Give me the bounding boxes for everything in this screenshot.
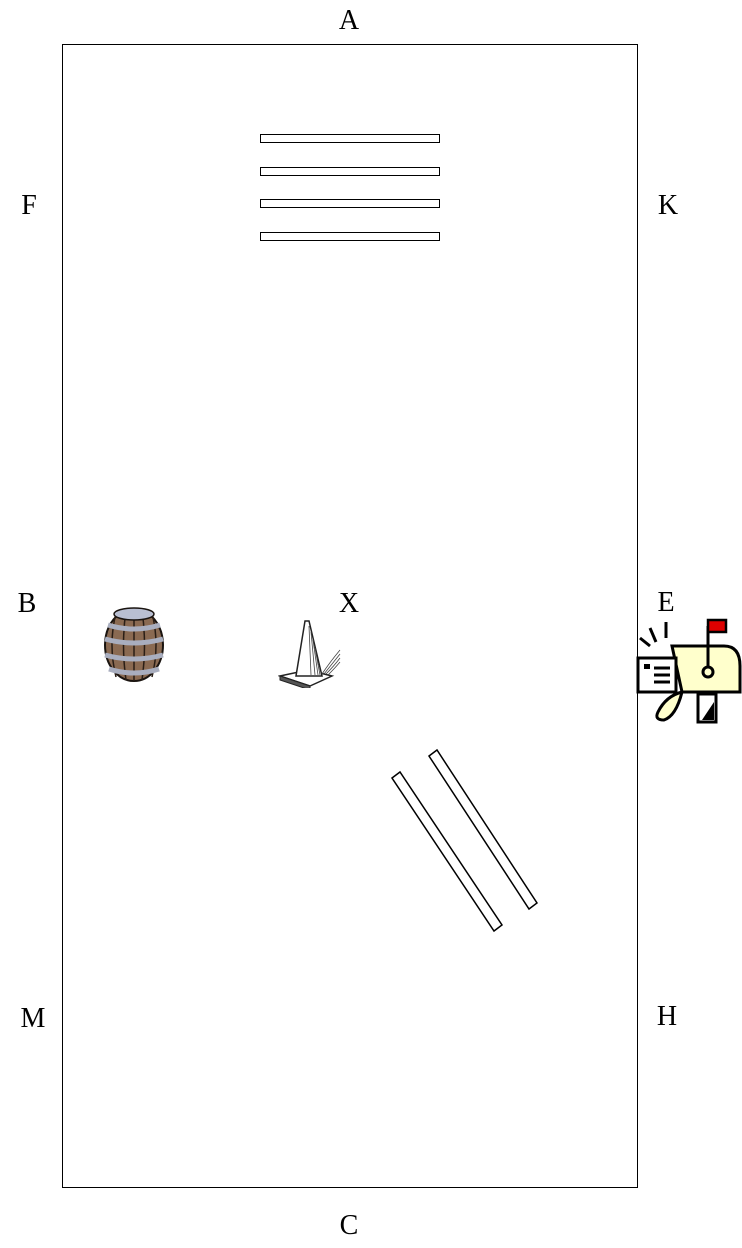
- barrel-icon: [102, 605, 166, 685]
- traffic-cone-icon: [278, 618, 344, 688]
- mailbox-icon: [636, 616, 742, 726]
- diagonal-rail-2: [429, 750, 537, 909]
- diagonal-rail-1: [392, 772, 502, 931]
